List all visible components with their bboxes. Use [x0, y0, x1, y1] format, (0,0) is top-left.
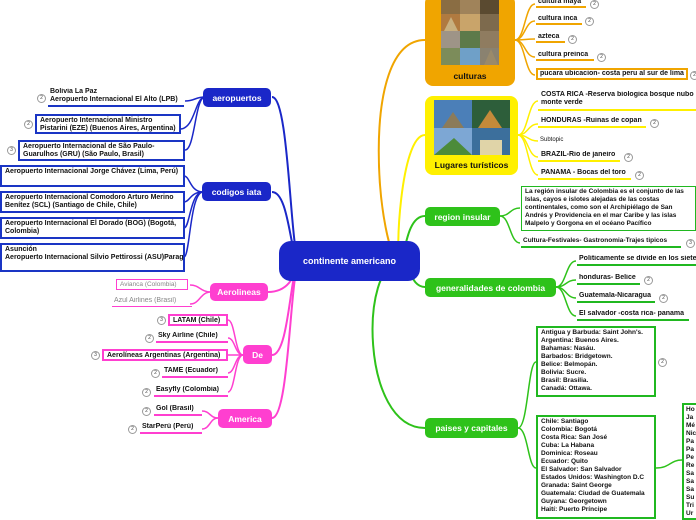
aerolinea-azul[interactable]: Azul Airlines (Brasil) [112, 297, 192, 307]
airline-latam[interactable]: LATAM (Chile) [168, 314, 228, 326]
lugar-panama[interactable]: PANAMA - Bocas del toro [538, 169, 631, 180]
topic-aeropuertos-label: aeropuertos [212, 92, 262, 103]
count-badge[interactable]: 3 [686, 239, 695, 248]
count-badge[interactable]: 2 [590, 0, 599, 9]
paises-list-c[interactable]: Ho Ja Mé Nic Pa Pa Pe Re Sa Sa Sa Su Tri… [682, 403, 696, 520]
count-badge[interactable]: 2 [659, 294, 668, 303]
airline-sky[interactable]: Sky Airline (Chile) [156, 332, 228, 343]
count-badge[interactable]: 3 [157, 316, 166, 325]
topic-codigos-iata-label: codigos iata [211, 186, 262, 197]
count-badge[interactable]: 2 [585, 17, 594, 26]
airline-easyfly[interactable]: Easyfly (Colombia) [154, 386, 228, 397]
iata-item-santiago[interactable]: Aeropuerto Internacional Comodoro Arturo… [0, 191, 185, 213]
aeropuerto-item-3[interactable]: Aeropuerto Internacional de São Paulo- G… [18, 140, 185, 161]
central-topic-label: continente americano [302, 256, 397, 266]
count-badge[interactable]: 2 [145, 334, 154, 343]
count-badge[interactable]: 2 [37, 94, 46, 103]
topic-culturas[interactable]: culturas [425, 0, 515, 86]
topic-paises-capitales[interactable]: paises y capitales [425, 418, 518, 438]
culturas-image [441, 0, 499, 65]
paises-list-a[interactable]: Antigua y Barbuda: Saint John's. Argenti… [536, 326, 656, 397]
topic-region-insular[interactable]: region insular [425, 207, 500, 226]
topic-aerolineas[interactable]: Aerolineas [210, 283, 268, 301]
lugar-subtopic[interactable]: Subtopic [540, 137, 564, 143]
airline-tame[interactable]: TAME (Ecuador) [162, 367, 228, 378]
lugares-image [434, 100, 510, 155]
airline-gol[interactable]: Gol (Brasil) [154, 405, 202, 416]
cultura-preinca[interactable]: cultura preinca [536, 51, 594, 61]
topic-aeropuertos[interactable]: aeropuertos [203, 88, 271, 107]
iata-item-lima[interactable]: Aeropuerto Internacional Jorge Chávez (L… [0, 165, 185, 187]
count-badge[interactable]: 2 [624, 153, 633, 162]
count-badge[interactable]: 2 [128, 425, 137, 434]
topic-generalidades[interactable]: generalidades de colombia [425, 278, 556, 297]
count-badge[interactable]: 2 [142, 388, 151, 397]
topic-america-label: America [228, 413, 262, 424]
topic-de-label: De [252, 349, 263, 360]
topic-aerolineas-label: Aerolineas [217, 287, 261, 297]
count-badge[interactable]: 2 [597, 53, 606, 62]
cultura-inca[interactable]: cultura inca [536, 15, 582, 25]
count-badge[interactable]: 2 [635, 171, 644, 180]
generalidad-guatemala-nicaragua[interactable]: Guatemala-Nicaragua [577, 292, 655, 303]
topic-culturas-label: culturas [453, 71, 487, 81]
region-description[interactable]: La región insular de Colombia es el conj… [521, 186, 696, 231]
topic-lugares-label: Lugares turísticos [434, 160, 509, 170]
count-badge[interactable]: 2 [658, 358, 667, 367]
count-badge[interactable]: 2 [151, 369, 160, 378]
generalidad-politica[interactable]: Politicamente se divide en los siete [577, 255, 696, 266]
central-topic[interactable]: continente americano [279, 241, 420, 281]
airline-starperu[interactable]: StarPerú (Perú) [140, 423, 202, 434]
region-cultura[interactable]: Cultura-Festivales- Gastronomia-Trajes t… [521, 237, 681, 248]
count-badge[interactable]: 2 [24, 120, 33, 129]
count-badge[interactable]: 3 [91, 351, 100, 360]
paises-list-b[interactable]: Chile: Santiago Colombia: Bogotá Costa R… [536, 415, 656, 519]
lugar-honduras[interactable]: HONDURAS -Ruinas de copan [538, 117, 646, 128]
lugar-brazil[interactable]: BRAZIL-Rio de janeiro [538, 151, 620, 162]
topic-america[interactable]: America [218, 409, 272, 428]
aerolinea-avianca[interactable]: Avianca (Colombia) [116, 279, 188, 290]
cultura-maya[interactable]: cultura maya [536, 0, 586, 8]
aeropuerto-item-2[interactable]: Aeropuerto Internacional Ministro Pistar… [35, 114, 181, 134]
iata-item-bogota[interactable]: Aeropuerto Internacional El Dorado (BOG)… [0, 217, 185, 239]
airline-aerolineas-argentinas[interactable]: Aerolíneas Argentinas (Argentina) [102, 349, 228, 361]
topic-lugares-turisticos[interactable]: Lugares turísticos [425, 96, 518, 175]
count-badge[interactable]: 2 [568, 35, 577, 44]
count-badge[interactable]: 2 [650, 119, 659, 128]
topic-de[interactable]: De [243, 345, 272, 364]
topic-paises-label: paises y capitales [435, 423, 508, 433]
count-badge[interactable]: 2 [690, 71, 696, 80]
iata-item-asuncion[interactable]: Asunción Aeropuerto Internacional Silvio… [0, 243, 185, 272]
cultura-pucara[interactable]: pucara ubicacion- costa peru al sur de l… [536, 68, 688, 80]
count-badge[interactable]: 2 [644, 276, 653, 285]
lugar-costa-rica[interactable]: COSTA RICA -Reserva biologica bosque nub… [538, 91, 696, 111]
generalidad-honduras-belice[interactable]: honduras- Belice [577, 274, 640, 285]
topic-generalidades-label: generalidades de colombia [435, 282, 546, 293]
aeropuerto-item-1[interactable]: Bolivia La Paz Aeropuerto Internacional … [48, 88, 184, 107]
generalidad-salvador-costarica-panama[interactable]: El salvador -costa rica- panama [577, 310, 689, 321]
topic-codigos-iata[interactable]: codigos iata [202, 182, 271, 201]
count-badge[interactable]: 3 [7, 146, 16, 155]
cultura-azteca[interactable]: azteca [536, 33, 565, 43]
topic-region-label: region insular [434, 211, 491, 222]
count-badge[interactable]: 2 [142, 407, 151, 416]
